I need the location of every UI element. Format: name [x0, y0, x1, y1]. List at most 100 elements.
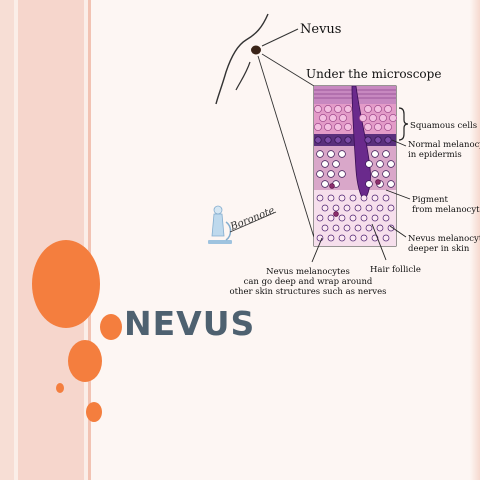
- wrap-label-2: can go deep and wrap around: [244, 277, 373, 287]
- squamous-cell: [344, 123, 352, 131]
- nevus-cell: [365, 180, 373, 188]
- wrap-label-1: Nevus melanocytes: [266, 267, 350, 277]
- deep-nevus-cell: [327, 234, 335, 242]
- decor-circle-mid: [68, 340, 102, 382]
- watermark-text: Boronote: [228, 205, 276, 233]
- nevus-deep-pointer: [389, 225, 407, 238]
- nevus-cell: [382, 150, 390, 158]
- melanocyte-cell: [364, 136, 372, 144]
- squamous-cell: [314, 123, 322, 131]
- squamous-cell: [379, 114, 387, 122]
- nevus-spot: [251, 45, 261, 55]
- squamous-cell: [314, 105, 322, 113]
- nevus-cell: [321, 180, 329, 188]
- pigment-label-2: from melanocytes: [412, 205, 480, 215]
- deep-nevus-cell: [371, 194, 379, 202]
- deep-nevus-cell: [354, 204, 362, 212]
- deep-nevus-cell: [338, 214, 346, 222]
- deep-nevus-cell: [382, 214, 390, 222]
- melanocyte-cell: [314, 136, 322, 144]
- normal-melanocyte-label-2: in epidermis: [408, 150, 462, 160]
- nevus-cell: [316, 150, 324, 158]
- nevus-cell: [316, 170, 324, 178]
- squamous-cell: [329, 114, 337, 122]
- deep-nevus-cell: [332, 204, 340, 212]
- nevus-cell: [338, 150, 346, 158]
- zoom-line: [257, 55, 317, 245]
- deep-nevus-cell: [365, 224, 373, 232]
- squamous-cell: [374, 105, 382, 113]
- deep-nevus-cell: [343, 224, 351, 232]
- deep-nevus-cell: [360, 194, 368, 202]
- squamous-brace: [398, 107, 409, 141]
- nevus-cell: [321, 160, 329, 168]
- nevus-cell: [387, 180, 395, 188]
- decor-circle-small: [56, 383, 64, 393]
- squamous-cell: [334, 123, 342, 131]
- pigment-granule: [333, 211, 339, 217]
- hair-follicle-label: Hair follicle: [370, 265, 421, 275]
- nevus-cell: [376, 160, 384, 168]
- deep-nevus-cell: [327, 214, 335, 222]
- squamous-cell: [339, 114, 347, 122]
- deep-nevus-cell: [338, 234, 346, 242]
- slide-title: NEVUS: [124, 304, 256, 343]
- wrap-label-3: other skin structures such as nerves: [229, 287, 386, 297]
- squamous-label: Squamous cells: [410, 121, 477, 131]
- squamous-cell: [324, 105, 332, 113]
- normal-melanocyte-label-1: Normal melanocyte: [408, 140, 480, 150]
- pigment-granule: [375, 179, 381, 185]
- nevus-pointer: [261, 28, 299, 47]
- decor-stripe: [14, 0, 18, 480]
- hair-follicle-pointer: [371, 223, 387, 261]
- melanocyte-cell: [344, 136, 352, 144]
- deep-nevus-cell: [316, 194, 324, 202]
- nevus-deep-label-2: deeper in skin: [408, 244, 470, 254]
- deep-nevus-cell: [327, 194, 335, 202]
- melanocyte-cell: [324, 136, 332, 144]
- deep-nevus-cell: [382, 194, 390, 202]
- nevus-cell: [327, 170, 335, 178]
- squamous-cell: [369, 114, 377, 122]
- decor-circle-large: [32, 240, 100, 328]
- deep-nevus-cell: [316, 234, 324, 242]
- deep-nevus-cell: [343, 204, 351, 212]
- nevus-deep-label-1: Nevus melanocytes: [408, 234, 480, 244]
- deep-nevus-cell: [349, 214, 357, 222]
- deep-nevus-cell: [316, 214, 324, 222]
- deep-nevus-cell: [321, 224, 329, 232]
- squamous-cell: [364, 105, 372, 113]
- deep-nevus-cell: [349, 234, 357, 242]
- squamous-cell: [344, 105, 352, 113]
- arm-outline: [235, 61, 251, 91]
- melanocyte-cell: [384, 136, 392, 144]
- squamous-cell: [384, 105, 392, 113]
- normal-melanocyte-pointer: [391, 139, 407, 147]
- decor-circle-medium: [100, 314, 122, 340]
- nevus-cell: [327, 150, 335, 158]
- cell-layer: [314, 105, 397, 242]
- microscope-logo-icon: [208, 205, 232, 244]
- melanocyte-cell: [334, 136, 342, 144]
- deep-nevus-cell: [376, 204, 384, 212]
- decor-circle-small: [86, 402, 102, 422]
- deep-nevus-cell: [360, 214, 368, 222]
- squamous-cell: [359, 114, 367, 122]
- nevus-cell: [365, 160, 373, 168]
- deep-nevus-cell: [332, 224, 340, 232]
- deep-nevus-cell: [354, 224, 362, 232]
- decor-edge: [470, 0, 480, 480]
- nevus-cell: [371, 170, 379, 178]
- squamous-cell: [324, 123, 332, 131]
- deep-nevus-cell: [349, 194, 357, 202]
- deep-nevus-cell: [365, 204, 373, 212]
- pigment-pointer: [385, 189, 411, 200]
- deep-nevus-cell: [321, 204, 329, 212]
- decor-stripe: [0, 0, 14, 480]
- nevus-label: Nevus: [300, 22, 341, 37]
- squamous-cell: [364, 123, 372, 131]
- nevus-cell: [338, 170, 346, 178]
- deep-nevus-cell: [387, 224, 395, 232]
- squamous-cell: [384, 123, 392, 131]
